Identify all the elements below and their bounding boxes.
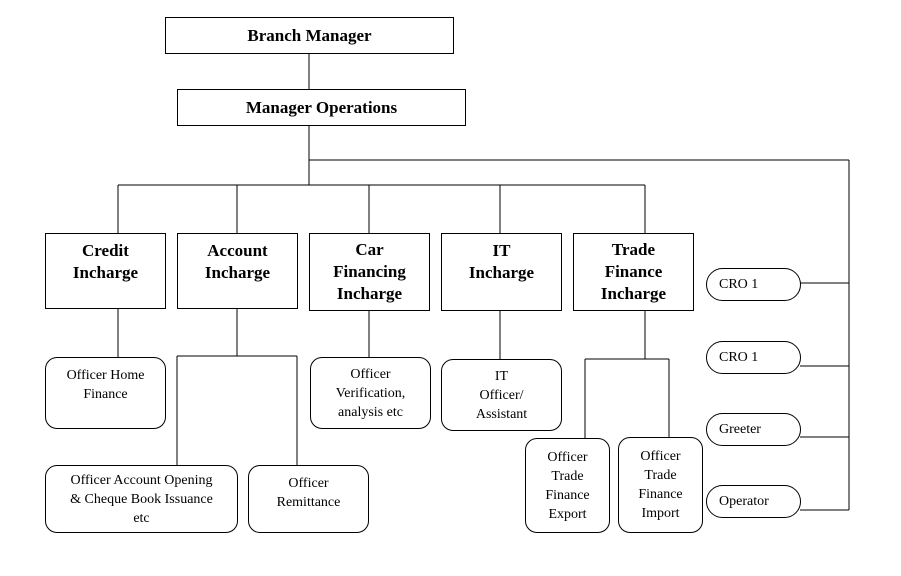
node-branch-manager: Branch Manager — [165, 17, 454, 54]
node-label: CRO 1 — [719, 350, 759, 365]
node-cro-1-b: CRO 1 — [706, 341, 801, 374]
node-label: Car Financing Incharge — [333, 240, 406, 303]
node-label: Manager Operations — [245, 97, 398, 117]
node-it-incharge: IT Incharge — [441, 233, 562, 311]
node-label: Officer Trade Finance Export — [545, 449, 590, 522]
node-label: CRO 1 — [719, 277, 759, 292]
node-car-financing-incharge: Car Financing Incharge — [309, 233, 430, 311]
node-greeter: Greeter — [706, 413, 801, 446]
node-officer-remittance: Officer Remittance — [248, 465, 369, 533]
node-label: Greeter — [719, 422, 761, 437]
node-trade-finance-incharge: Trade Finance Incharge — [573, 233, 694, 311]
node-label: Officer Trade Finance Import — [638, 449, 683, 521]
node-label: Account Incharge — [204, 241, 271, 282]
node-label: IT Officer/ Assistant — [475, 368, 528, 422]
node-label: Officer Remittance — [276, 476, 341, 510]
node-label: Credit Incharge — [72, 241, 139, 282]
node-officer-account-opening: Officer Account Opening & Cheque Book Is… — [45, 465, 238, 533]
node-it-officer-assistant: IT Officer/ Assistant — [441, 359, 562, 431]
node-label: Officer Home Finance — [66, 368, 145, 402]
node-officer-trade-finance-import: Officer Trade Finance Import — [618, 437, 703, 533]
node-account-incharge: Account Incharge — [177, 233, 298, 309]
node-officer-home-finance: Officer Home Finance — [45, 357, 166, 429]
node-manager-operations: Manager Operations — [177, 89, 466, 126]
node-operator: Operator — [706, 485, 801, 518]
node-label: Officer Account Opening & Cheque Book Is… — [70, 472, 213, 526]
node-label: Officer Verification, analysis etc — [335, 366, 406, 420]
node-label: Trade Finance Incharge — [600, 240, 667, 303]
node-label: IT Incharge — [468, 241, 535, 282]
node-label: Operator — [719, 494, 769, 509]
node-officer-trade-finance-export: Officer Trade Finance Export — [525, 438, 610, 533]
node-label: Branch Manager — [247, 25, 372, 45]
node-cro-1-a: CRO 1 — [706, 268, 801, 301]
node-officer-verification: Officer Verification, analysis etc — [310, 357, 431, 429]
node-credit-incharge: Credit Incharge — [45, 233, 166, 309]
